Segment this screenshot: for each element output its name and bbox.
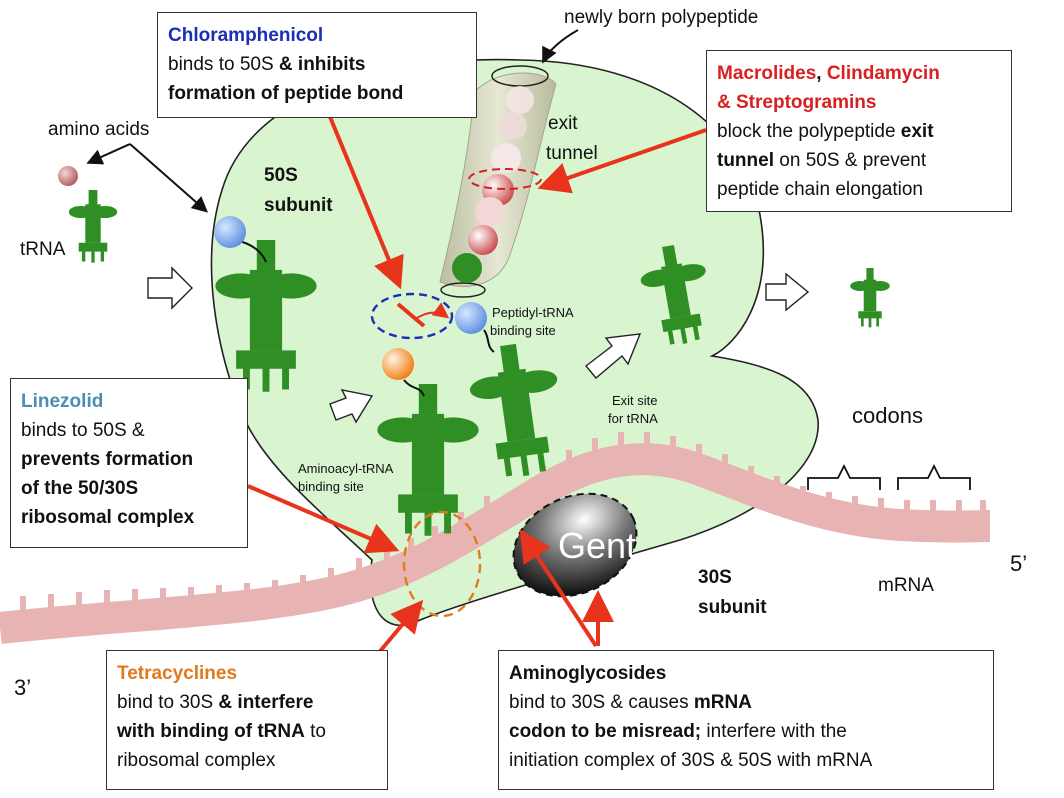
white-arrow-enter xyxy=(147,266,193,310)
label-tunnel: tunnel xyxy=(546,143,598,164)
aminoglycosides-box: Aminoglycosides bind to 30S & causes mRN… xyxy=(498,650,994,790)
label-30s-subunit: subunit xyxy=(698,597,767,618)
peptidyl-ball xyxy=(455,302,487,334)
tetracyclines-line-1: bind to 30S & interfere xyxy=(117,688,377,717)
label-peptidyl: Peptidyl-tRNA xyxy=(492,305,574,320)
streptogramins-title: & Streptogramins xyxy=(717,92,877,113)
trna-free-left xyxy=(68,190,118,263)
label-50s-subunit: subunit xyxy=(264,195,333,216)
chloramphenicol-l1b: & inhibits xyxy=(278,54,366,75)
label-30s: 30S xyxy=(698,567,732,588)
tetracyclines-l2b: with binding of tRNA xyxy=(117,721,305,742)
linezolid-line-3: of the 50/30S xyxy=(21,478,139,499)
macrolides-title-line: Macrolides, Clindamycin xyxy=(717,59,1001,88)
label-codons: codons xyxy=(852,403,923,428)
linezolid-box: Linezolid binds to 50S & prevents format… xyxy=(10,378,248,548)
mrna-teeth xyxy=(20,432,986,616)
tetracyclines-l1: bind to 30S xyxy=(117,692,219,713)
clindamycin-title: Clindamycin xyxy=(826,63,940,84)
tetracyclines-line-3: ribosomal complex xyxy=(117,750,276,771)
macrolides-l2: on 50S & prevent xyxy=(774,150,927,171)
macrolides-l1b: exit xyxy=(900,121,934,142)
chloramphenicol-l1: binds to 50S xyxy=(168,54,279,75)
white-arrow-release xyxy=(765,272,810,312)
white-arrow-aminoacyl xyxy=(329,389,374,424)
macrolides-l2b: tunnel xyxy=(717,150,774,171)
mrna-strand xyxy=(0,443,991,644)
aminoglycosides-l2: interfere with the xyxy=(701,721,847,742)
label-aminoacyl: Aminoacyl-tRNA xyxy=(298,461,394,476)
aminoglycosides-l1b: mRNA xyxy=(693,692,752,713)
tetracyclines-line-2: with binding of tRNA to xyxy=(117,717,377,746)
aminoacyl-ball xyxy=(382,348,414,380)
amino-acid-ball-free xyxy=(58,166,78,186)
macrolides-line-1: block the polypeptide exit xyxy=(717,117,1001,146)
label-trna: tRNA xyxy=(20,239,66,260)
aminoglycosides-line-2: codon to be misread; interfere with the xyxy=(509,717,983,746)
macrolides-l1: block the polypeptide xyxy=(717,121,901,142)
amino-acid-ball-entering xyxy=(214,216,246,248)
linezolid-line-2: prevents formation xyxy=(21,449,194,470)
label-exit-site-trna: for tRNA xyxy=(608,411,658,426)
chloramphenicol-box: Chloramphenicol binds to 50S & inhibits … xyxy=(157,12,477,118)
label-3-prime: 3’ xyxy=(14,675,32,700)
tetracyclines-l1b: & interfere xyxy=(218,692,314,713)
macrolides-box: Macrolides, Clindamycin & Streptogramins… xyxy=(706,50,1012,212)
label-5-prime: 5’ xyxy=(1010,551,1028,576)
chloramphenicol-title: Chloramphenicol xyxy=(168,25,324,46)
macrolides-line-2: tunnel on 50S & prevent xyxy=(717,146,1001,175)
tetracyclines-title: Tetracyclines xyxy=(117,663,238,684)
linezolid-line-4: ribosomal complex xyxy=(21,507,195,528)
label-peptidyl-site: binding site xyxy=(490,323,556,338)
linezolid-title: Linezolid xyxy=(21,391,104,412)
tetracyclines-l2: to xyxy=(304,721,326,742)
chloramphenicol-line-1: binds to 50S & inhibits xyxy=(168,50,466,79)
label-amino-acids: amino acids xyxy=(48,119,150,140)
label-gent: Gent xyxy=(558,525,637,566)
linezolid-line-1: binds to 50S & xyxy=(21,420,145,441)
label-aminoacyl-site: binding site xyxy=(298,479,364,494)
aminoglycosides-line-3: initiation complex of 30S & 50S with mRN… xyxy=(509,750,873,771)
aminoglycosides-line-1: bind to 30S & causes mRNA xyxy=(509,688,983,717)
aminoglycosides-l1: bind to 30S & causes xyxy=(509,692,694,713)
aminoglycosides-title: Aminoglycosides xyxy=(509,663,667,684)
trna-released xyxy=(850,268,890,328)
tetracyclines-box: Tetracyclines bind to 30S & interfere wi… xyxy=(106,650,388,790)
macrolides-title: Macrolides xyxy=(717,63,817,84)
white-arrow-exit xyxy=(584,333,642,379)
label-mrna: mRNA xyxy=(878,575,934,596)
macrolides-sep: , xyxy=(816,63,827,84)
macrolides-line-3: peptide chain elongation xyxy=(717,179,924,200)
label-exit-site: Exit site xyxy=(612,393,658,408)
aminoglycosides-l2b: codon to be misread; xyxy=(509,721,702,742)
label-50s: 50S xyxy=(264,165,298,186)
label-newly-born: newly born polypeptide xyxy=(564,7,759,28)
chloramphenicol-line-2: formation of peptide bond xyxy=(168,83,404,104)
label-exit: exit xyxy=(548,113,578,134)
polypeptide-beads xyxy=(452,86,534,283)
